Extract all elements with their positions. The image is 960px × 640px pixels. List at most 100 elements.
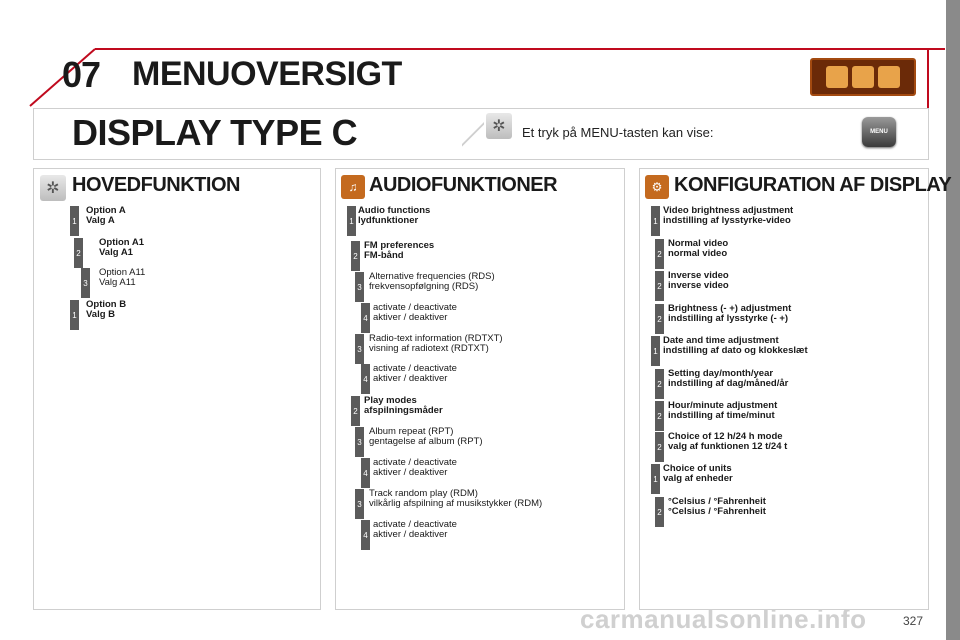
entry-line2: FM-bånd (364, 250, 404, 261)
level-badge: 2 (74, 238, 83, 268)
entry-line1: Radio-text information (RDTXT) (369, 333, 503, 344)
entry-line1: Setting day/month/year (668, 368, 774, 379)
entry-line2: normal video (668, 248, 728, 259)
level-badge: 1 (347, 206, 356, 236)
level-badge: 3 (355, 272, 364, 302)
level-badge: 3 (81, 268, 90, 298)
entry-line2: vilkårlig afspilning af musikstykker (RD… (369, 498, 543, 509)
level-badge: 1 (651, 336, 660, 366)
entry-line2: Valg A1 (99, 247, 133, 258)
chapter-number: 07 (62, 54, 101, 95)
entry-line1: activate / deactivate (373, 519, 457, 530)
entry-line1: Choice of units (663, 463, 732, 474)
entry-line1: Brightness (- +) adjustment (668, 303, 792, 314)
entry-line2: indstilling af dato og klokkeslæt (663, 345, 808, 356)
entry-line1: Album repeat (RPT) (369, 426, 454, 437)
list-item: 3 Album repeat (RPT)gentagelse af album … (355, 427, 483, 457)
column-heading: KONFIGURATION AF DISPLAY (674, 174, 952, 196)
entry-line1: activate / deactivate (373, 363, 457, 374)
entry-line1: °Celsius / °Fahrenheit (668, 496, 766, 507)
level-badge: 4 (361, 364, 370, 394)
entry-line2: inverse video (668, 280, 729, 291)
level-badge: 1 (70, 300, 79, 330)
entry-line2: lydfunktioner (358, 215, 419, 226)
gear-icon: ✲ (40, 175, 66, 201)
entry-line1: Option A1 (99, 237, 145, 248)
entry-line2: Valg B (86, 309, 116, 320)
entry-line1: Date and time adjustment (663, 335, 779, 346)
entry-line2: gentagelse af album (RPT) (369, 436, 483, 447)
entry-line2: aktiver / deaktiver (373, 467, 448, 478)
level-badge: 1 (651, 206, 660, 236)
panel-separator (462, 112, 484, 156)
level-badge: 3 (355, 334, 364, 364)
column-heading: AUDIOFUNKTIONER (369, 174, 558, 196)
entry-line2: indstilling af lysstyrke-video (663, 215, 791, 226)
level-badge: 4 (361, 520, 370, 550)
entry-line2: valg af funktionen 12 t/24 t (668, 441, 788, 452)
menu-key-icon: MENU (862, 117, 896, 147)
level-badge: 3 (355, 489, 364, 519)
entry-line2: Valg A (86, 215, 115, 226)
entry-line1: Track random play (RDM) (369, 488, 478, 499)
entry-line1: Hour/minute adjustment (668, 400, 778, 411)
entry-line2: valg af enheder (663, 473, 733, 484)
level-badge: 4 (361, 458, 370, 488)
level-badge: 3 (355, 427, 364, 457)
level-badge: 1 (70, 206, 79, 236)
level-badge: 2 (655, 369, 664, 399)
entry-line1: Option A11 (99, 267, 146, 278)
level-badge: 2 (655, 271, 664, 301)
display-type-title: DISPLAY TYPE C (72, 112, 358, 153)
level-badge: 2 (655, 401, 664, 431)
level-badge: 2 (351, 396, 360, 426)
entry-line2: indstilling af dag/måned/år (668, 378, 789, 389)
entry-line2: aktiver / deaktiver (373, 529, 448, 540)
level-badge: 2 (655, 497, 664, 527)
entry-line2: aktiver / deaktiver (373, 373, 448, 384)
entry-line1: Choice of 12 h/24 h mode (668, 431, 783, 442)
entry-line1: activate / deactivate (373, 457, 457, 468)
watermark: carmanualsonline.info (580, 604, 867, 634)
column-audio-functions (335, 168, 625, 610)
audio-icon: ♫ (341, 175, 365, 199)
entry-line2: Valg A11 (99, 277, 136, 288)
column-display-configuration (639, 168, 929, 610)
entry-line2: visning af radiotext (RDTXT) (369, 343, 489, 354)
entry-line1: activate / deactivate (373, 302, 457, 313)
entry-line2: indstilling af lysstyrke (- +) (668, 313, 789, 324)
chapter-icon-strip (810, 58, 916, 96)
header-right-rule (927, 48, 929, 110)
audio-icon (826, 66, 848, 88)
header-corner-line (29, 48, 96, 107)
list-item: 3 Alternative frequencies (RDS)frekvenso… (355, 272, 495, 302)
list-item: 3 Radio-text information (RDTXT)visning … (355, 334, 503, 364)
page-number: 327 (903, 614, 924, 628)
entry-line1: Audio functions (358, 205, 431, 216)
level-badge: 2 (655, 432, 664, 462)
display-config-icon: ⚙ (645, 175, 669, 199)
header-rule (95, 48, 945, 50)
entry-line2: frekvensopfølgning (RDS) (369, 281, 479, 292)
entry-line1: Alternative frequencies (RDS) (369, 271, 495, 282)
level-badge: 2 (351, 241, 360, 271)
